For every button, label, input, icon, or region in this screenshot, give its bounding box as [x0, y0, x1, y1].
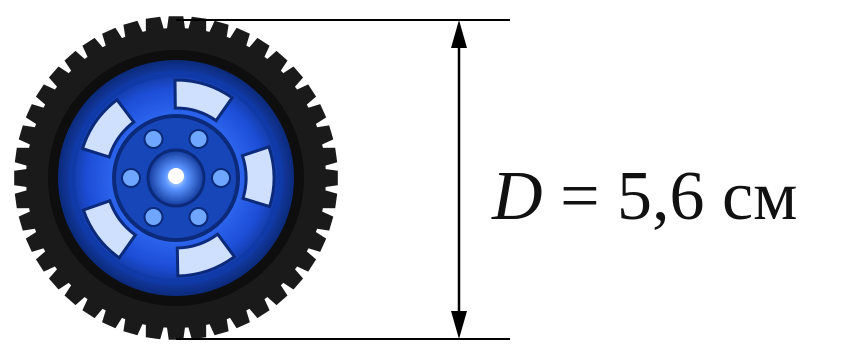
tread-tooth — [48, 66, 73, 90]
dimension-marker — [176, 19, 510, 340]
arrow-up-icon — [451, 20, 467, 48]
tread-tooth — [64, 281, 88, 306]
axle-hole — [168, 168, 184, 184]
hub-slot — [121, 168, 141, 188]
hub-slot — [188, 207, 209, 227]
tread-tooth — [82, 37, 106, 61]
hub-slot — [188, 129, 209, 149]
rim-window — [81, 198, 138, 260]
diameter-label: D = 5,6 см — [492, 152, 797, 242]
wheel-icon — [14, 16, 338, 340]
hub-slot — [143, 129, 164, 149]
tread-tooth — [293, 248, 317, 272]
tread-tooth — [246, 37, 270, 61]
tread-tooth — [82, 295, 106, 319]
rim-window — [80, 97, 136, 159]
arrow-down-icon — [451, 311, 467, 339]
rim-ring — [69, 71, 283, 285]
hub-slot — [211, 168, 231, 188]
rim-window — [173, 78, 235, 123]
tread-tooth — [264, 50, 288, 75]
rim-window — [175, 232, 237, 278]
rim-spokes — [80, 78, 276, 278]
tread-tooth — [48, 266, 73, 290]
tread-tooth — [293, 84, 317, 108]
tread-tooth — [279, 266, 304, 290]
tread-tooth — [64, 50, 88, 75]
tread-tooth — [279, 66, 304, 90]
rim-window — [240, 144, 276, 209]
diameter-unit: см — [704, 158, 798, 235]
diameter-value: 5,6 — [617, 158, 705, 235]
equals-sign: = — [542, 158, 618, 235]
tread-tooth — [35, 84, 59, 108]
tread-tooth — [35, 248, 59, 272]
diameter-variable: D — [492, 158, 543, 235]
hub-slots — [121, 129, 231, 227]
hub-slot — [143, 207, 164, 227]
tread-tooth — [264, 281, 288, 306]
tread-tooth — [246, 295, 270, 319]
